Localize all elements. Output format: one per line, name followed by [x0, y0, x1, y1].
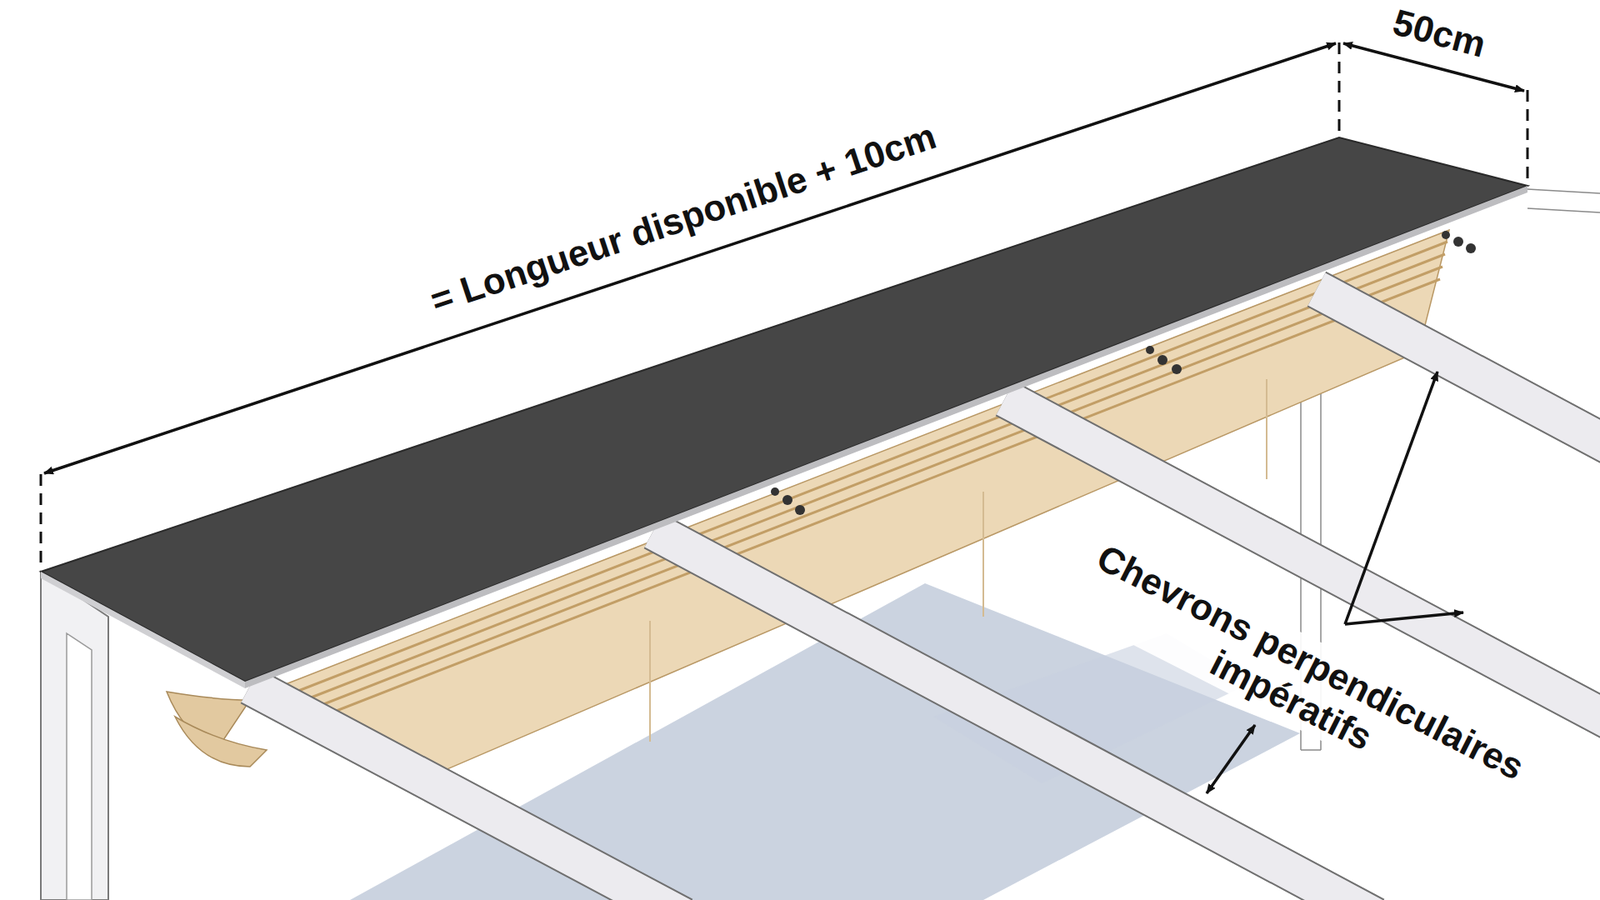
- dimension-line: [44, 43, 1336, 474]
- cover-sheet: [40, 137, 1528, 682]
- post-inner: [66, 633, 92, 900]
- dimension-label: 50cm: [1388, 0, 1490, 66]
- leader-arrow: [1345, 371, 1438, 625]
- spacing-arrow: [1206, 725, 1255, 794]
- cover-edge: [245, 185, 1528, 689]
- post: [40, 571, 109, 900]
- dimension-label: = Longueur disponible + 10cm: [425, 115, 941, 323]
- extension-lines: [40, 42, 1528, 570]
- cover-edge: [40, 571, 245, 689]
- leader-arrow: [1345, 612, 1464, 625]
